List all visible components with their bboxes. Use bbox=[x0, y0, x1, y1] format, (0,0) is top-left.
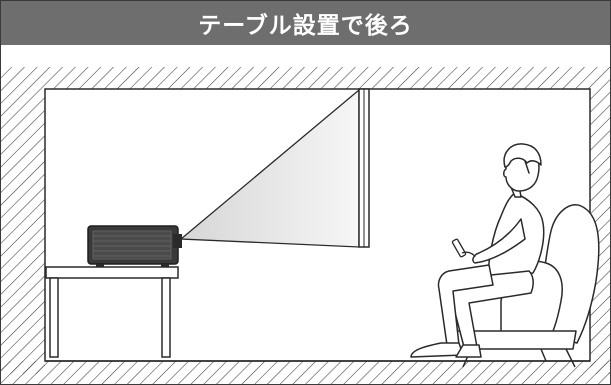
table bbox=[45, 266, 179, 358]
projector-icon bbox=[87, 225, 182, 267]
projection-screen-icon bbox=[358, 88, 370, 248]
remote-control-icon bbox=[451, 238, 476, 258]
seated-person-icon bbox=[410, 143, 545, 358]
wall-hatching bbox=[1, 67, 610, 384]
diagram-title: テーブル設置で後ろ bbox=[198, 13, 413, 39]
title-bar: テーブル設置で後ろ bbox=[1, 1, 610, 45]
room-scene bbox=[1, 67, 610, 384]
